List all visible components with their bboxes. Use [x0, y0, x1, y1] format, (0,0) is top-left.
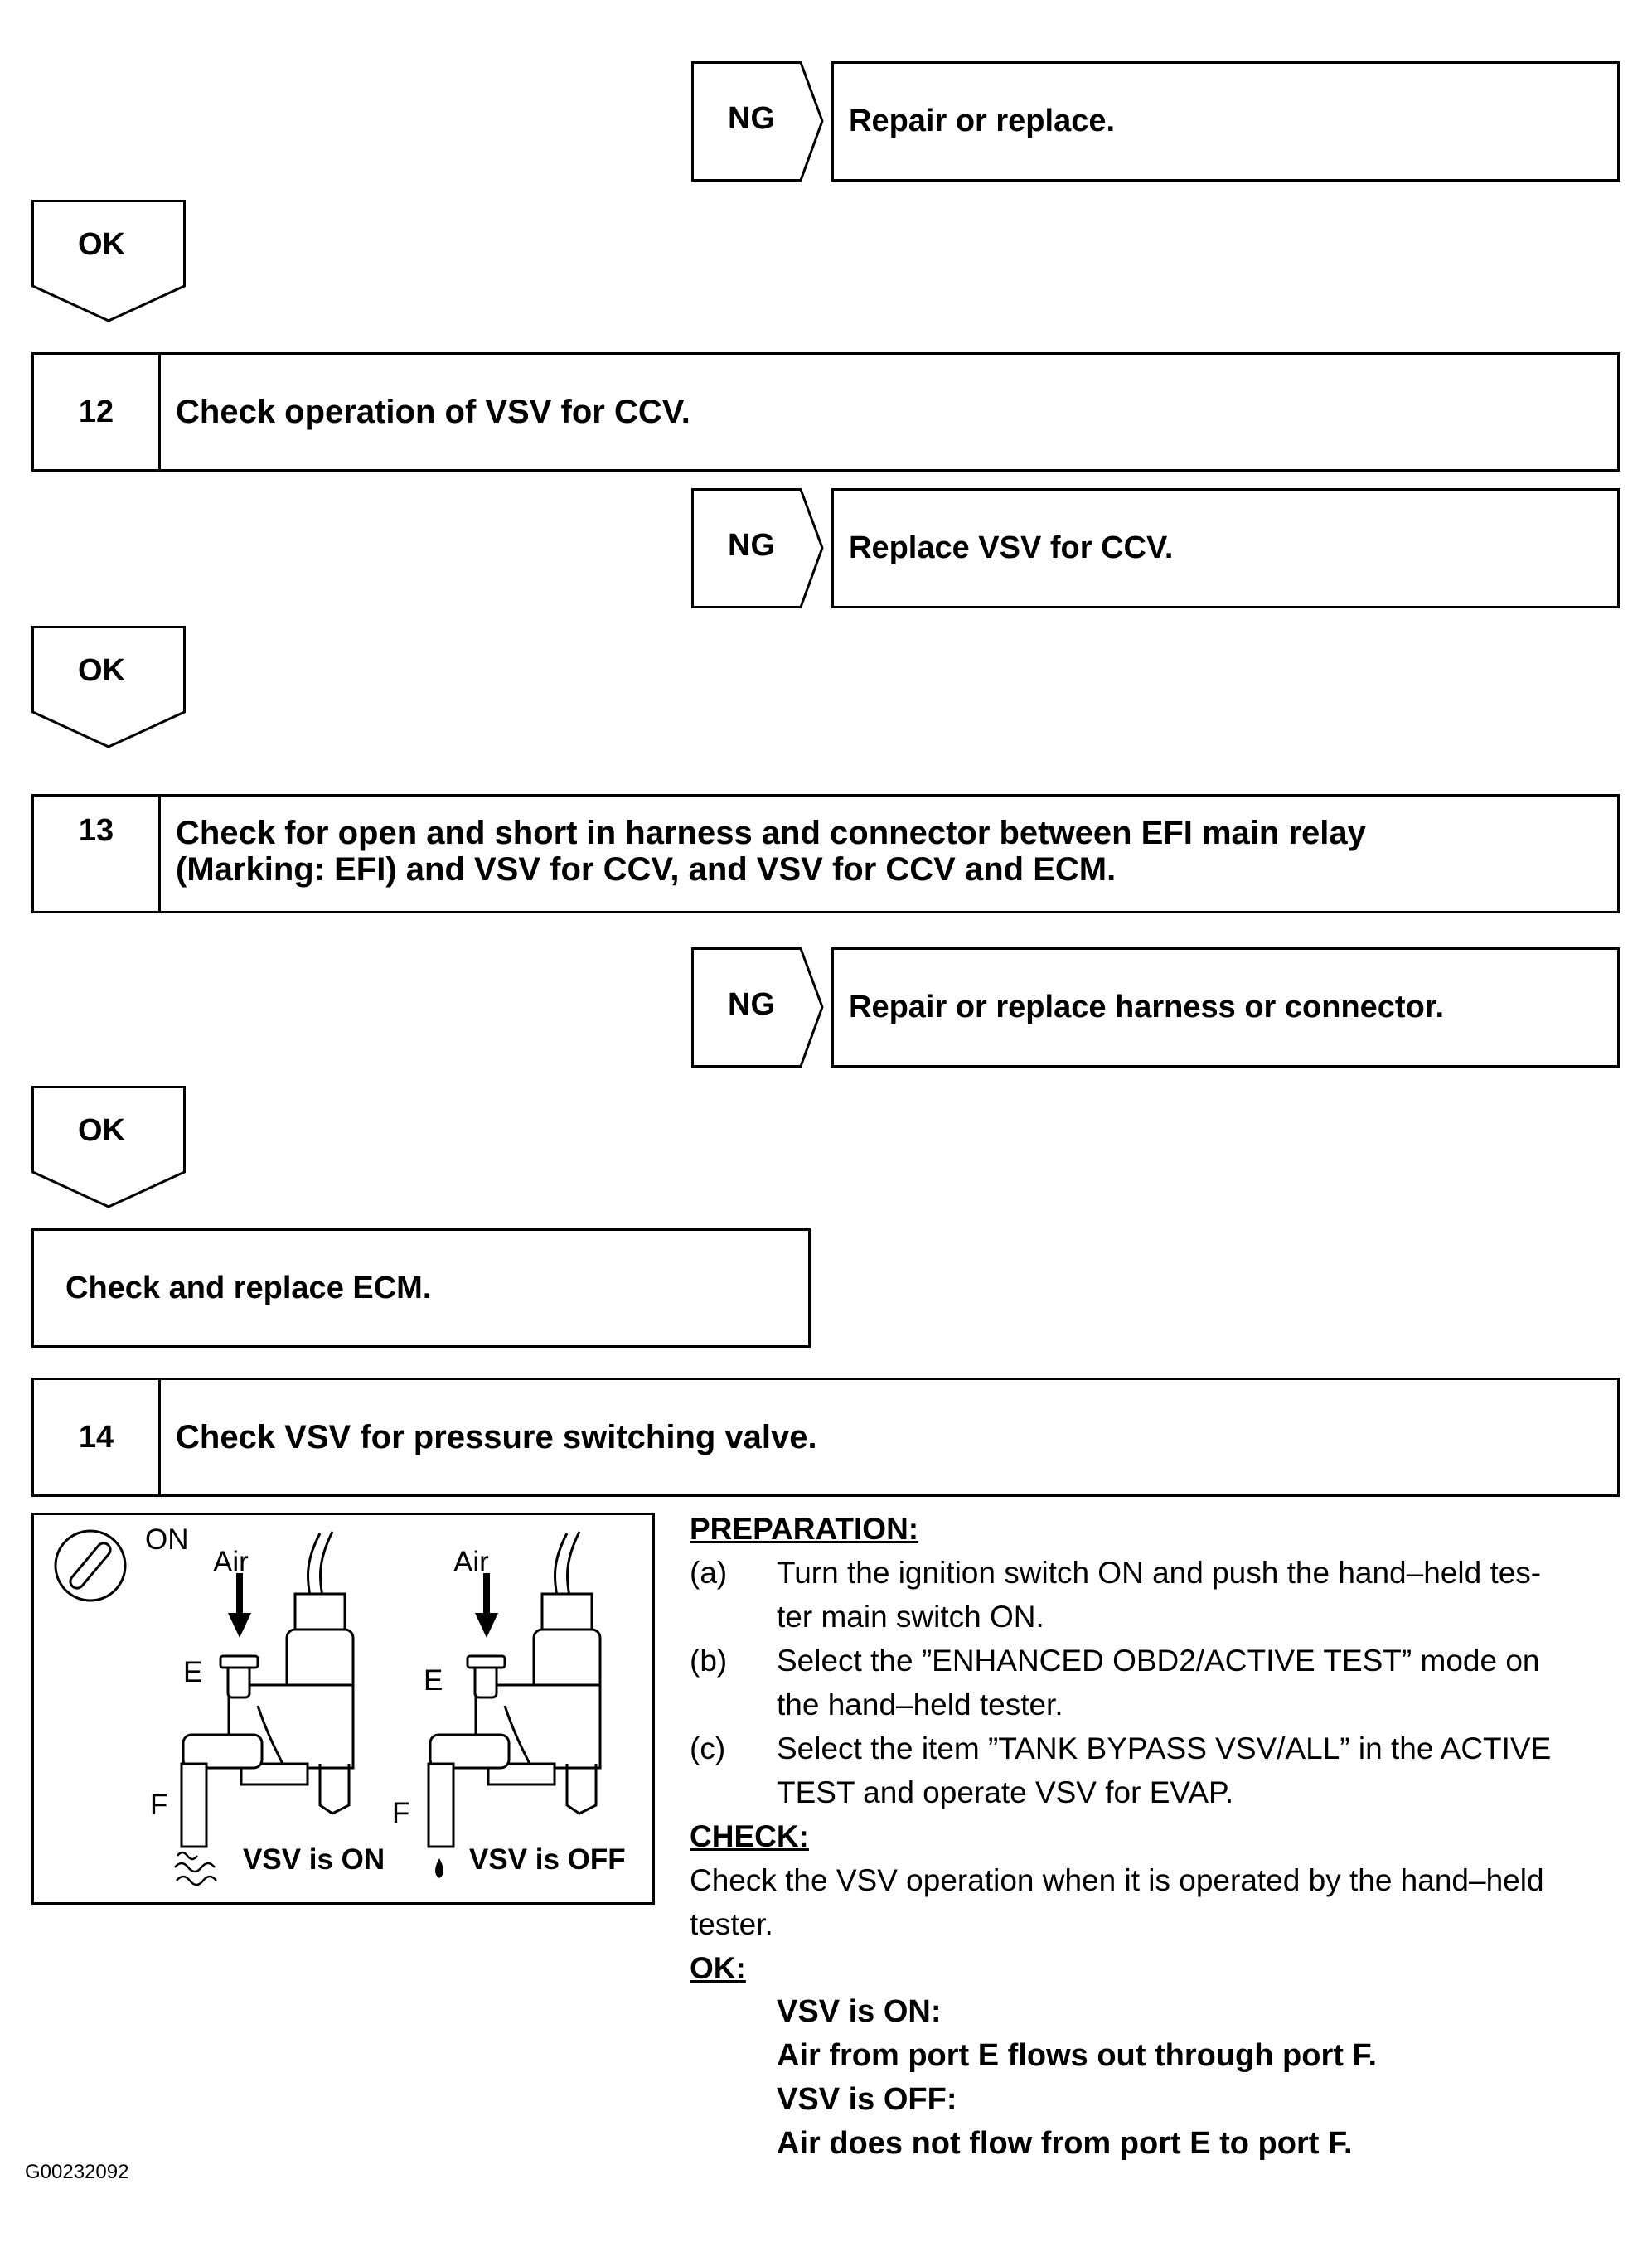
- ng-label: NG: [728, 101, 775, 136]
- ok-label: OK: [78, 1113, 125, 1148]
- vsv-on-caption: VSV is ON: [243, 1843, 385, 1876]
- step-number: 13: [34, 797, 161, 911]
- ng-flag-shape: [691, 61, 824, 182]
- ok-label: OK: [78, 653, 125, 688]
- ng-action-text: Repair or replace.: [849, 104, 1116, 138]
- no-flow-drop-icon: [435, 1858, 443, 1878]
- step-title: Check operation of VSV for CCV.: [176, 394, 690, 430]
- step-14: 14 Check VSV for pressure switching valv…: [31, 1378, 1620, 1497]
- check-line-1: Check the VSV operation when it is opera…: [690, 1863, 1544, 1897]
- ng-label: NG: [728, 987, 775, 1022]
- port-e-right: E: [424, 1664, 443, 1697]
- air-label-right: Air: [453, 1546, 489, 1578]
- ng-label: NG: [728, 528, 775, 563]
- ok-flag-shape: [31, 626, 186, 748]
- vsv-on-valve-drawing: [180, 1531, 355, 1848]
- air-arrow-on-icon: [228, 1613, 251, 1638]
- ok-line: Air does not flow from port E to port F.: [777, 2126, 1353, 2161]
- item-text-line-1: Turn the ignition switch ON and push the…: [777, 1556, 1542, 1590]
- preparation-header: PREPARATION:: [690, 1512, 919, 1546]
- step-title: Check for open and short in harness and …: [161, 797, 1366, 911]
- ok-label: OK: [78, 227, 125, 262]
- ok-flag-2: OK: [31, 626, 186, 749]
- check-header: CHECK:: [690, 1819, 809, 1853]
- check-line-2: tester.: [690, 1907, 773, 1941]
- step-number: 12: [34, 355, 161, 469]
- item-text-line-2: TEST and operate VSV for EVAP.: [777, 1775, 1234, 1809]
- ng-flag-shape: [691, 947, 824, 1068]
- ng-action-box-1: Repair or replace.: [831, 61, 1620, 182]
- ok-line: Air from port E flows out through port F…: [777, 2038, 1378, 2073]
- ok-line: VSV is ON:: [777, 1994, 942, 2029]
- vsv-drawing: [54, 1529, 602, 1886]
- ok-line: VSV is OFF:: [777, 2082, 957, 2117]
- ng-action-text: Repair or replace harness or connector.: [849, 990, 1445, 1024]
- ng-action-box-3: Repair or replace harness or connector.: [831, 947, 1620, 1068]
- ng-flag-2: NG: [691, 488, 824, 608]
- prep-item-a: (a) Turn the ignition switch ON and push…: [690, 1551, 1626, 1639]
- step-title-line-2: (Marking: EFI) and VSV for CCV, and VSV …: [176, 851, 1117, 888]
- item-text-line-1: Select the item ”TANK BYPASS VSV/ALL” in…: [777, 1731, 1552, 1765]
- item-letter: (c): [690, 1731, 726, 1765]
- ok-flag-shape: [31, 1086, 186, 1208]
- ok-flag-1: OK: [31, 200, 186, 323]
- item-text: Select the item ”TANK BYPASS VSV/ALL” in…: [777, 1726, 1551, 1814]
- step-title-line-1: Check for open and short in harness and …: [176, 815, 1366, 851]
- item-text-line-1: Select the ”ENHANCED OBD2/ACTIVE TEST” m…: [777, 1644, 1540, 1678]
- ng-flag-shape: [691, 488, 824, 608]
- item-text: Select the ”ENHANCED OBD2/ACTIVE TEST” m…: [777, 1639, 1540, 1726]
- prep-item-b: (b) Select the ”ENHANCED OBD2/ACTIVE TES…: [690, 1639, 1626, 1726]
- step-13: 13 Check for open and short in harness a…: [31, 794, 1620, 913]
- prep-item-c: (c) Select the item ”TANK BYPASS VSV/ALL…: [690, 1726, 1626, 1814]
- on-label: ON: [145, 1523, 189, 1556]
- air-label-left: Air: [213, 1546, 249, 1578]
- vsv-off-valve-drawing: [427, 1531, 602, 1848]
- ng-flag-3: NG: [691, 947, 824, 1068]
- result-text: Check and replace ECM.: [65, 1271, 432, 1305]
- step-12: 12 Check operation of VSV for CCV.: [31, 352, 1620, 472]
- item-letter: (b): [690, 1644, 728, 1678]
- item-letter: (a): [690, 1556, 728, 1590]
- ok-flag-3: OK: [31, 1086, 186, 1209]
- ng-flag-1: NG: [691, 61, 824, 182]
- ng-action-text: Replace VSV for CCV.: [849, 530, 1174, 565]
- step-number: 14: [34, 1380, 161, 1494]
- result-box: Check and replace ECM.: [31, 1228, 811, 1348]
- item-text: Turn the ignition switch ON and push the…: [777, 1551, 1541, 1639]
- vsv-off-caption: VSV is OFF: [469, 1843, 626, 1876]
- port-f-left: F: [150, 1789, 168, 1821]
- step-title: Check VSV for pressure switching valve.: [176, 1419, 817, 1455]
- ok-header: OK:: [690, 1951, 746, 1985]
- vsv-illustration: ON Air Air E E F F VSV is ON VSV is OFF: [31, 1513, 655, 1905]
- ng-action-box-2: Replace VSV for CCV.: [831, 488, 1620, 608]
- procedure: PREPARATION: (a) Turn the ignition switc…: [690, 1507, 1626, 2166]
- item-text-line-2: ter main switch ON.: [777, 1600, 1044, 1634]
- item-text-line-2: the hand–held tester.: [777, 1688, 1063, 1722]
- ignition-key-icon: [54, 1529, 127, 1602]
- figure-code: G00232092: [25, 2161, 129, 2183]
- air-arrow-off-icon: [475, 1613, 498, 1638]
- port-f-right: F: [392, 1797, 410, 1829]
- airflow-out-icon: [174, 1851, 217, 1886]
- port-e-left: E: [183, 1656, 203, 1688]
- ok-flag-shape: [31, 200, 186, 322]
- ok-values: VSV is ON: Air from port E flows out thr…: [690, 1990, 1626, 2166]
